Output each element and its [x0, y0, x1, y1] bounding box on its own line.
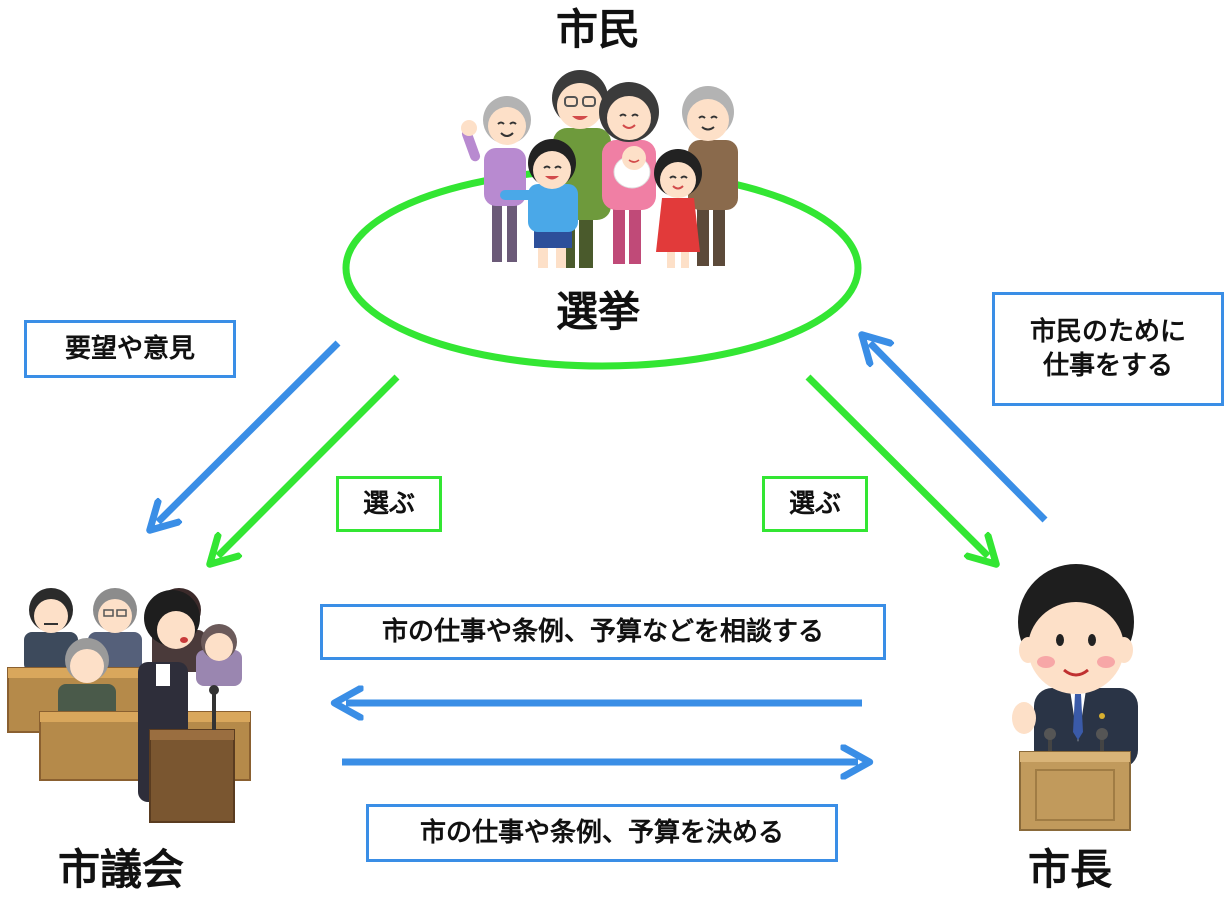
arrow-requests-to-council	[158, 340, 341, 522]
citizens-title: 市民	[556, 5, 641, 54]
council-title: 市議会	[58, 845, 185, 894]
arrow-citizens-elect-council	[218, 374, 400, 556]
arrow-citizens-elect-mayor	[805, 374, 988, 556]
elect-right-label: 選ぶ	[762, 476, 868, 532]
elect-right-label-text: 選ぶ	[788, 489, 841, 519]
mayor-title: 市長	[1028, 845, 1113, 894]
grandfather-figure	[682, 86, 738, 266]
council-podium	[149, 729, 235, 823]
mayor-work-label-line2: 仕事をする	[1042, 351, 1173, 381]
council-member-back-1	[24, 588, 78, 672]
decide-label: 市の仕事や条例、予算を決める	[366, 804, 838, 862]
mayor-hand	[1012, 702, 1036, 734]
family-group-icon	[461, 70, 738, 268]
boy-figure	[500, 139, 578, 268]
mayor-body	[1034, 688, 1138, 768]
city-council-members-icon	[7, 588, 251, 823]
mayor-at-podium-icon	[1012, 564, 1138, 831]
elect-left-label: 選ぶ	[336, 476, 442, 532]
elect-left-label-text: 選ぶ	[362, 489, 415, 519]
girl-figure	[654, 149, 702, 268]
requests-label-text: 要望や意見	[64, 334, 195, 364]
mayor-work-label-line1: 市民のために	[1029, 317, 1186, 347]
arrow-mayor-works-for-citizens	[870, 343, 1048, 523]
consult-label-text: 市の仕事や条例、予算などを相談する	[381, 617, 824, 647]
decide-label-text: 市の仕事や条例、予算を決める	[419, 818, 784, 848]
mayor-work-label: 市民のために 仕事をする	[992, 292, 1224, 406]
consult-label: 市の仕事や条例、予算などを相談する	[320, 604, 886, 660]
election-title: 選挙	[556, 287, 641, 336]
council-member-back-2	[88, 588, 142, 672]
mayor-face	[1028, 602, 1124, 694]
grandmother-figure	[461, 96, 531, 262]
requests-label: 要望や意見	[24, 320, 236, 378]
mother-figure	[599, 82, 659, 264]
council-member-back-4	[196, 624, 242, 686]
